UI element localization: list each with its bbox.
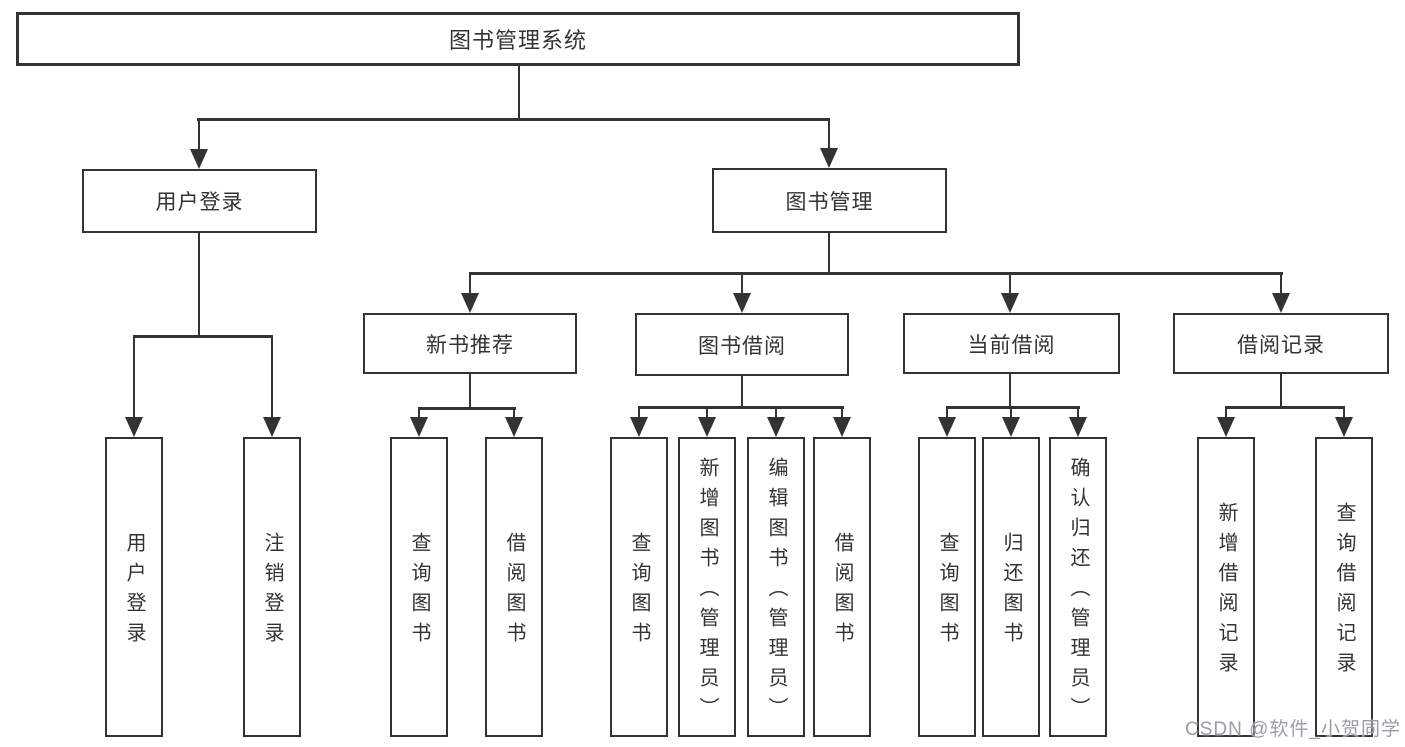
leaf-label: 查询借阅记录 — [1333, 502, 1355, 682]
connector-line — [841, 406, 843, 420]
csdn-watermark: CSDN @软件_小贺同学 — [1185, 719, 1401, 740]
connector-line — [271, 335, 273, 420]
connector-line — [133, 335, 273, 338]
arrow-down-icon — [698, 417, 716, 437]
arrow-down-icon — [767, 417, 785, 437]
node-borrow-record: 借阅记录 — [1173, 313, 1389, 374]
leaf-borrow-book-2: 借阅图书 — [813, 437, 871, 737]
arrow-down-icon — [733, 293, 751, 313]
arrow-down-icon — [505, 417, 523, 437]
connector-line — [198, 233, 200, 337]
node-label: 图书借阅 — [698, 334, 786, 358]
arrow-down-icon — [1069, 417, 1087, 437]
leaf-label: 借阅图书 — [831, 532, 853, 652]
arrow-down-icon — [1001, 293, 1019, 313]
leaf-borrow-book-1: 借阅图书 — [485, 437, 543, 737]
connector-line — [638, 406, 844, 409]
connector-line — [706, 406, 708, 420]
connector-line — [198, 118, 200, 152]
node-root-library-management-system: 图书管理系统 — [16, 12, 1020, 66]
connector-line — [828, 233, 830, 274]
node-label: 借阅记录 — [1237, 333, 1325, 357]
leaf-label: 借阅图书 — [503, 532, 525, 652]
connector-line — [775, 406, 777, 420]
leaf-logout: 注销登录 — [243, 437, 301, 737]
arrow-down-icon — [190, 149, 208, 169]
leaf-add-book-admin: 新增图书（管理员） — [678, 437, 736, 737]
connector-line — [197, 118, 830, 121]
connector-line — [1225, 406, 1227, 420]
leaf-query-book-1: 查询图书 — [390, 437, 448, 737]
connector-line — [1225, 406, 1345, 409]
arrow-down-icon — [820, 148, 838, 168]
connector-line — [133, 335, 135, 420]
arrow-down-icon — [1002, 417, 1020, 437]
node-label: 当前借阅 — [967, 333, 1056, 357]
connector-line — [1009, 374, 1011, 409]
node-label: 用户登录 — [155, 191, 244, 214]
leaf-query-book-3: 查询图书 — [918, 437, 976, 737]
connector-line — [1009, 272, 1011, 297]
connector-line — [946, 406, 948, 420]
connector-line — [828, 118, 830, 152]
connector-line — [1280, 272, 1282, 297]
node-label: 图书管理 — [785, 190, 874, 214]
arrow-down-icon — [1217, 417, 1235, 437]
leaf-edit-book-admin: 编辑图书（管理员） — [747, 437, 805, 737]
connector-line — [946, 406, 1080, 409]
leaf-label: 新增图书（管理员） — [696, 457, 718, 727]
leaf-label: 编辑图书（管理员） — [765, 457, 787, 727]
node-book-borrow: 图书借阅 — [635, 313, 849, 376]
connector-line — [638, 406, 640, 420]
arrow-down-icon — [410, 417, 428, 437]
node-label: 新书推荐 — [426, 333, 514, 357]
node-current-borrow: 当前借阅 — [903, 313, 1120, 374]
arrow-down-icon — [461, 293, 479, 313]
connector-line — [1343, 406, 1345, 420]
node-user-login: 用户登录 — [82, 169, 317, 233]
connector-line — [1010, 406, 1012, 420]
arrow-down-icon — [263, 417, 281, 437]
connector-line — [1077, 406, 1079, 420]
connector-line — [469, 272, 1283, 275]
node-new-book-recommend: 新书推荐 — [363, 313, 577, 374]
arrow-down-icon — [125, 417, 143, 437]
leaf-label: 用户登录 — [123, 532, 145, 652]
leaf-label: 确认归还（管理员） — [1067, 457, 1089, 727]
leaf-add-borrow-record: 新增借阅记录 — [1197, 437, 1255, 737]
connector-line — [469, 374, 471, 409]
arrow-down-icon — [833, 417, 851, 437]
arrow-down-icon — [1272, 293, 1290, 313]
leaf-confirm-return-admin: 确认归还（管理员） — [1049, 437, 1107, 737]
connector-line — [513, 407, 515, 420]
leaf-user-login: 用户登录 — [105, 437, 163, 737]
connector-line — [1280, 374, 1282, 409]
connector-line — [418, 407, 420, 420]
node-book-management: 图书管理 — [712, 168, 947, 233]
leaf-label: 新增借阅记录 — [1215, 502, 1237, 682]
connector-line — [741, 272, 743, 297]
connector-line — [469, 272, 471, 297]
leaf-label: 归还图书 — [1000, 532, 1022, 652]
leaf-label: 注销登录 — [261, 532, 283, 652]
arrow-down-icon — [630, 417, 648, 437]
leaf-query-book-2: 查询图书 — [610, 437, 668, 737]
leaf-return-book: 归还图书 — [982, 437, 1040, 737]
connector-line — [418, 407, 516, 410]
connector-line — [741, 376, 743, 409]
leaf-label: 查询图书 — [408, 532, 430, 652]
leaf-label: 查询图书 — [628, 532, 650, 652]
arrow-down-icon — [938, 417, 956, 437]
arrow-down-icon — [1335, 417, 1353, 437]
leaf-query-borrow-record: 查询借阅记录 — [1315, 437, 1373, 737]
node-label: 图书管理系统 — [448, 28, 587, 53]
connector-line — [518, 66, 520, 119]
leaf-label: 查询图书 — [936, 532, 958, 652]
